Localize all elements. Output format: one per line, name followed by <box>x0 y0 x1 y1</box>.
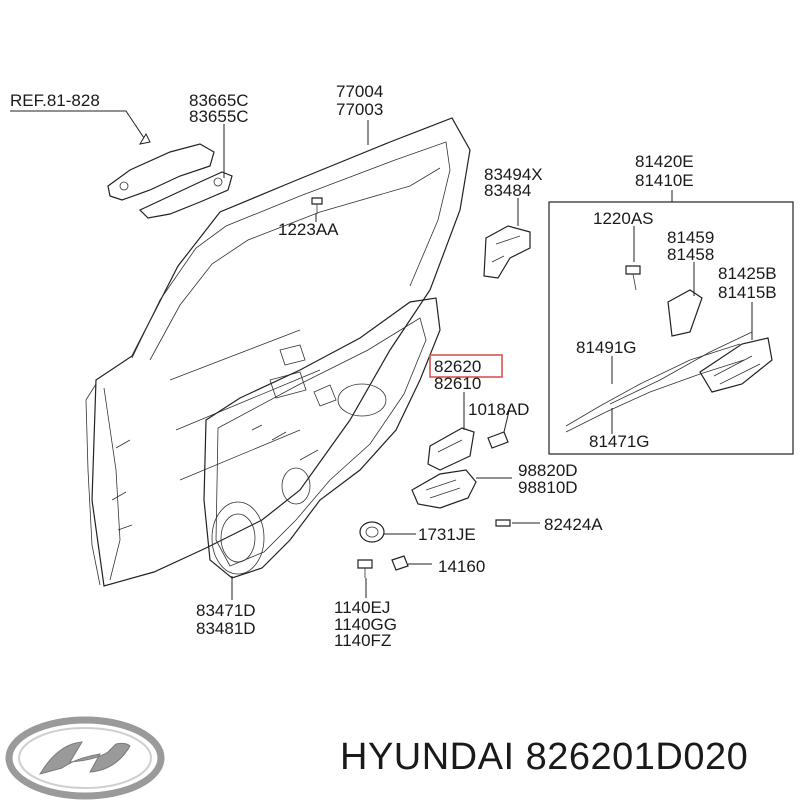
label-latch-a: 81425B <box>718 264 777 283</box>
label-latch-b: 81415B <box>718 283 777 302</box>
leader-lines <box>10 110 753 600</box>
label-plug: 14160 <box>438 557 485 576</box>
label-clip-c: 1140FZ <box>334 631 391 650</box>
label-clip-b: 1140GG <box>334 615 397 634</box>
label-reg-a: 98820D <box>518 461 578 480</box>
label-clip-a: 1140EJ <box>334 598 390 617</box>
label-rod-a: 81459 <box>667 228 714 247</box>
label-trim-b: 83481D <box>196 619 256 638</box>
label-reg-b: 98810D <box>518 478 578 497</box>
label-cable-a: 81491G <box>576 338 637 357</box>
hinge-bracket <box>483 225 531 279</box>
label-handle-b: 83655C <box>189 107 249 126</box>
label-cable-b: 81471G <box>589 432 650 451</box>
label-inner-b: 82610 <box>434 374 481 393</box>
door-shell <box>85 117 471 587</box>
label-bolt-1223: 1223AA <box>278 220 339 239</box>
bolt-1223aa <box>311 197 323 214</box>
label-ref: REF.81-828 <box>10 91 100 110</box>
plug-14160 <box>391 555 409 571</box>
label-hinge-b: 83484 <box>484 181 531 200</box>
regulator-actuator <box>411 469 477 509</box>
label-trim-a: 83471D <box>196 601 256 620</box>
label-screw-82424: 82424A <box>544 515 603 534</box>
outside-handle <box>107 143 233 219</box>
grommet-1731je <box>359 521 385 543</box>
brand-part-number: HYUNDAI 826201D020 <box>340 736 749 778</box>
inner-trim-panel <box>203 297 441 579</box>
label-grommet: 1731JE <box>418 525 476 544</box>
screw-82424a <box>495 519 511 527</box>
hyundai-logo <box>5 716 165 800</box>
label-handle-a: 83665C <box>189 91 249 110</box>
label-screw-1220: 1220AS <box>593 209 654 228</box>
latch-assembly-box <box>548 201 794 455</box>
clip-1140ej <box>357 559 373 578</box>
highlight-box <box>429 354 503 378</box>
part-labels: REF.81-828 83665C 83655C 77004 77003 122… <box>10 82 777 650</box>
label-door-b: 77003 <box>336 100 383 119</box>
label-inner-highlight: 82620 <box>434 357 481 376</box>
label-bolt-1018: 1018AD <box>468 400 529 419</box>
bolt-1018ad <box>487 431 509 449</box>
label-lock-a: 81420E <box>635 152 694 171</box>
label-hinge-a: 83494X <box>484 165 543 184</box>
inner-handle <box>427 427 475 471</box>
label-door-a: 77004 <box>336 82 383 101</box>
label-rod-b: 81458 <box>667 245 714 264</box>
label-lock-b: 81410E <box>635 171 694 190</box>
